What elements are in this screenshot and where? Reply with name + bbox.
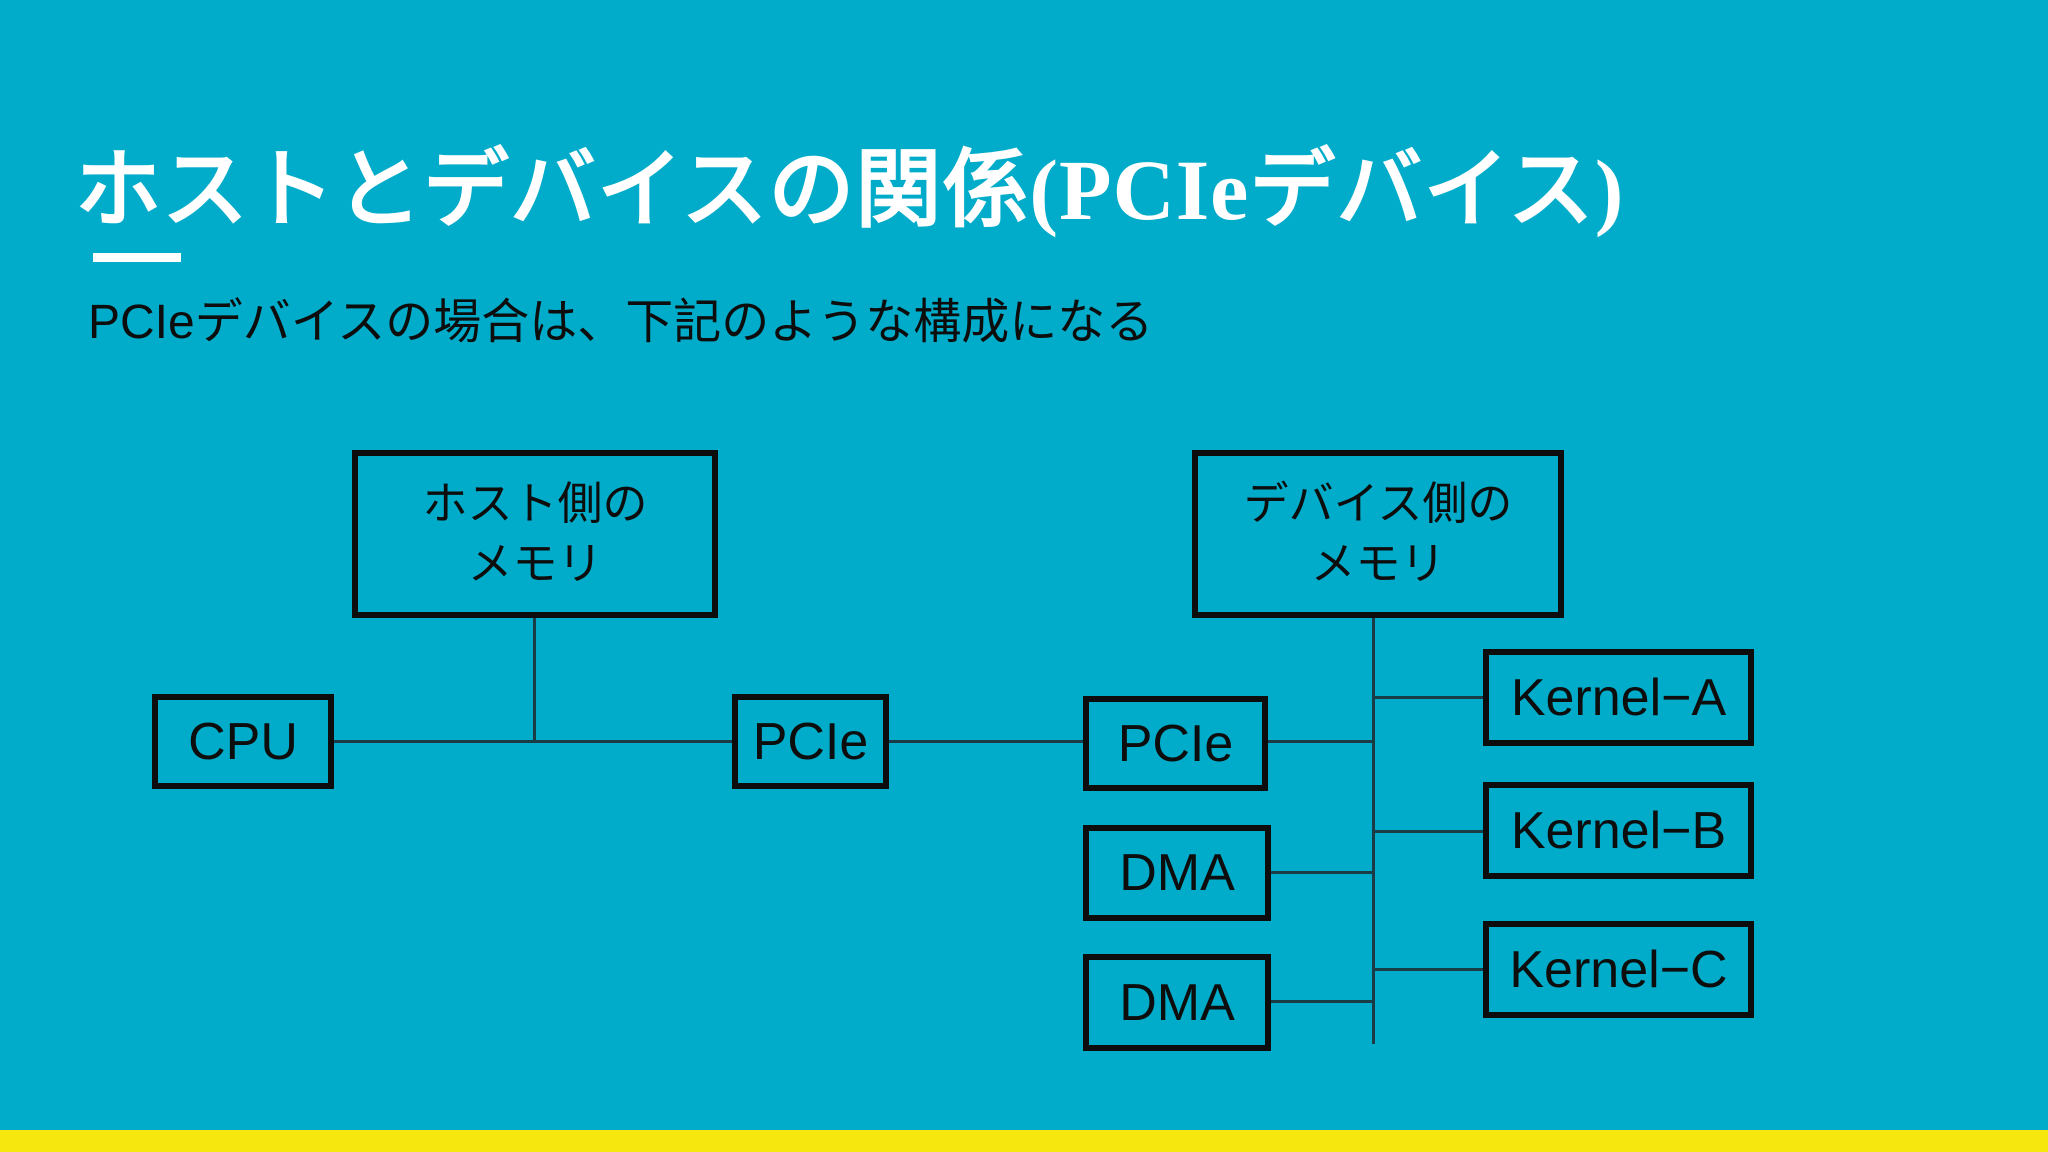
box-cpu: CPU <box>152 694 334 789</box>
connector-trunk-to-kernel-a <box>1374 696 1484 699</box>
title-underline <box>93 253 181 262</box>
box-pcie-device: PCIe <box>1083 696 1268 791</box>
connector-dma1-to-trunk <box>1270 871 1373 874</box>
box-host-memory-line1: ホスト側の <box>422 478 648 529</box>
box-dma-bottom-label: DMA <box>1119 973 1235 1032</box>
connector-trunk-to-kernel-c <box>1374 968 1484 971</box>
box-dma-top-label: DMA <box>1119 844 1235 902</box>
box-host-memory-line2: メモリ <box>467 538 603 589</box>
connector-trunk-to-kernel-b <box>1374 830 1484 833</box>
box-pcie-host: PCIe <box>732 694 889 789</box>
box-dma-bottom: DMA <box>1083 954 1271 1051</box>
box-pcie-host-label: PCIe <box>752 712 869 771</box>
box-kernel-a-label: Kernel−A <box>1510 668 1727 727</box>
connector-hostmemory-to-bus <box>533 617 536 743</box>
box-host-memory: ホスト側の メモリ <box>352 450 718 618</box>
box-kernel-b: Kernel−B <box>1483 782 1754 879</box>
box-device-memory-line2: メモリ <box>1310 538 1446 589</box>
box-pcie-device-label: PCIe <box>1117 714 1234 773</box>
slide-title: ホストとデバイスの関係(PCIeデバイス) <box>75 141 1625 238</box>
box-kernel-a: Kernel−A <box>1483 649 1754 746</box>
connector-cpu-to-pcie <box>333 740 733 743</box>
box-kernel-c: Kernel−C <box>1483 921 1754 1018</box>
connector-pcie-to-pcie <box>888 740 1084 743</box>
box-dma-top: DMA <box>1083 825 1271 921</box>
box-device-memory-line1: デバイス側の <box>1243 478 1513 529</box>
box-kernel-b-label: Kernel−B <box>1510 801 1727 860</box>
box-device-memory: デバイス側の メモリ <box>1192 450 1564 618</box>
box-kernel-c-label: Kernel−C <box>1509 940 1728 999</box>
connector-dma2-to-trunk <box>1270 1000 1373 1003</box>
footer-accent-bar <box>0 1130 2048 1152</box>
connector-pcie-to-trunk <box>1267 740 1373 743</box>
box-cpu-label: CPU <box>188 712 298 771</box>
connector-devicememory-trunk <box>1372 616 1375 1044</box>
slide-subtitle: PCIeデバイスの場合は、下記のような構成になる <box>88 296 1154 349</box>
